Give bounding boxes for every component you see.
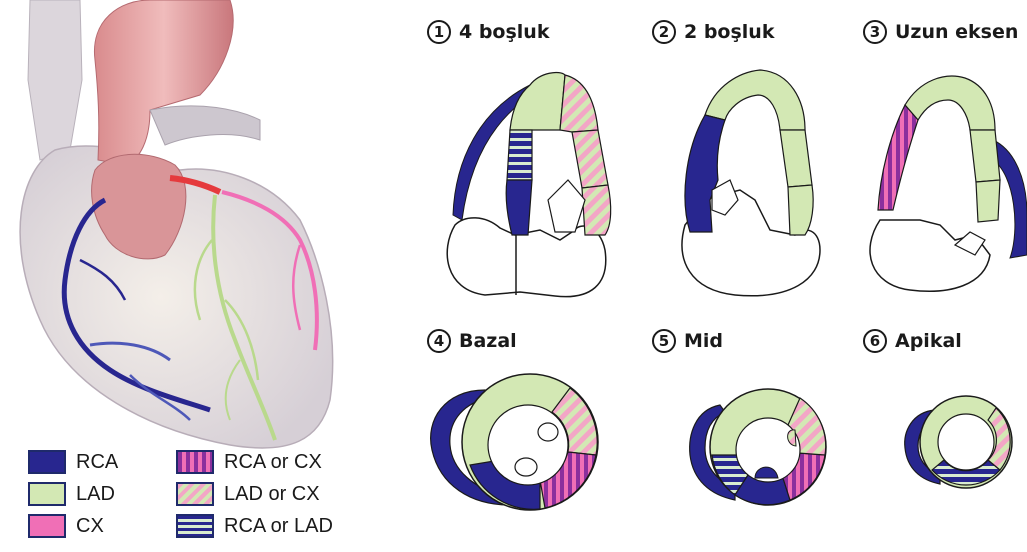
lad-icon [28, 482, 66, 506]
legend-item-cx: CX [28, 514, 104, 538]
view-title-6: 6 Apikal [863, 329, 962, 353]
legend-label: CX [76, 515, 104, 538]
heart-illustration [20, 0, 333, 448]
view-title-1: 1 4 boşluk [427, 20, 549, 44]
view-label: 4 boşluk [459, 21, 549, 43]
lateral-mid-lad-or-cx [572, 130, 608, 188]
view-mid [690, 389, 826, 505]
view-2-chamber [682, 70, 820, 296]
septum-mid-rca-or-lad [507, 130, 532, 180]
anterior-mid-lad [780, 130, 812, 187]
legend-label: RCA or CX [224, 451, 322, 474]
septum-basal-rca [506, 180, 532, 235]
lv-cavity [938, 414, 994, 470]
vena-cava-shape [28, 0, 82, 160]
view-label: Apikal [895, 330, 962, 352]
legend-item-lad: LAD [28, 482, 115, 506]
papillary-muscle [515, 458, 537, 476]
view-number-badge: 1 [427, 20, 451, 44]
view-apical [905, 396, 1012, 488]
view-title-5: 5 Mid [652, 329, 723, 353]
legend-label: LAD [76, 483, 115, 506]
view-label: Bazal [459, 330, 517, 352]
papillary-muscle [538, 423, 558, 441]
view-title-2: 2 2 boşluk [652, 20, 774, 44]
cx-icon [28, 514, 66, 538]
rca-or-lad-icon [176, 514, 214, 538]
la-outline [870, 220, 990, 291]
view-long-axis [870, 76, 1027, 291]
rca-or-cx-icon [176, 450, 214, 474]
legend-item-rca: RCA [28, 450, 118, 474]
legend-label: RCA [76, 451, 118, 474]
legend-item-rca-or-lad: RCA or LAD [176, 514, 333, 538]
lateral-apex-lad-or-cx [560, 75, 598, 132]
view-label: Mid [684, 330, 723, 352]
legend-label: RCA or LAD [224, 515, 333, 538]
anteroseptal-mid-lad [970, 130, 1000, 182]
view-basal [431, 374, 598, 510]
septum-apex-lad [510, 72, 565, 130]
view-number-badge: 6 [863, 329, 887, 353]
inferolateral-rca-or-cx [878, 105, 918, 210]
lateral-basal-lad-or-cx [582, 185, 611, 235]
legend-item-lad-or-cx: LAD or CX [176, 482, 320, 506]
mitral-valve [548, 180, 585, 232]
view-number-badge: 4 [427, 329, 451, 353]
anterior-basal-lad [788, 185, 813, 235]
legend-item-rca-or-cx: RCA or CX [176, 450, 322, 474]
pulmonary-trunk-shape [150, 106, 260, 145]
view-number-badge: 2 [652, 20, 676, 44]
view-label: 2 boşluk [684, 21, 774, 43]
view-number-badge: 3 [863, 20, 887, 44]
view-title-3: 3 Uzun eksen [863, 20, 1018, 44]
legend-label: LAD or CX [224, 483, 320, 506]
view-label: Uzun eksen [895, 21, 1018, 43]
lad-or-cx-icon [176, 482, 214, 506]
view-number-badge: 5 [652, 329, 676, 353]
anteroseptal-basal-lad [976, 180, 1000, 222]
view-title-4: 4 Bazal [427, 329, 517, 353]
view-4-chamber [447, 72, 610, 296]
apex-lad [905, 76, 995, 130]
rca-icon [28, 450, 66, 474]
